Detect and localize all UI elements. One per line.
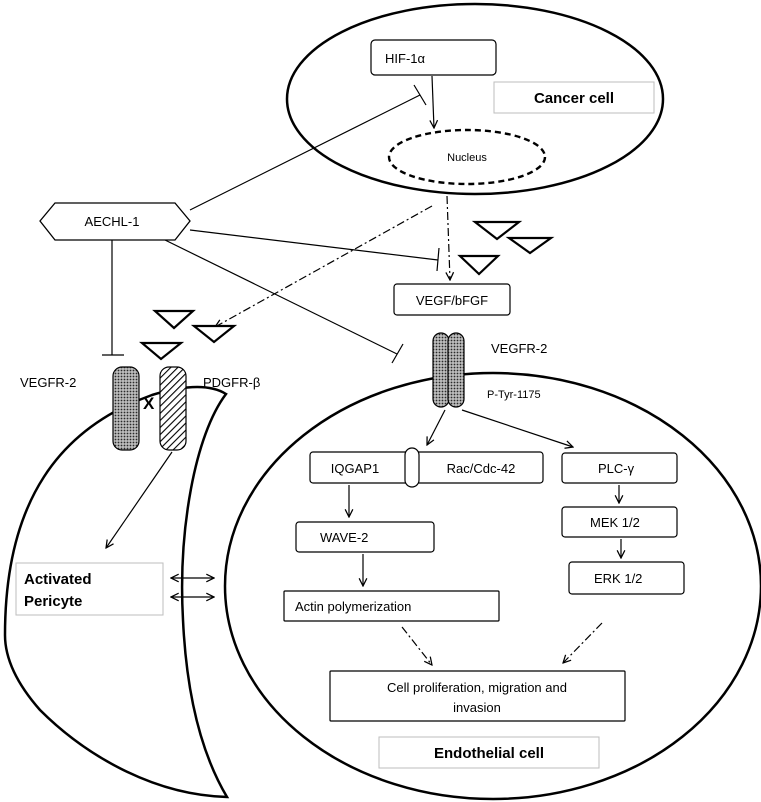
- hif1a-label: HIF-1α: [385, 51, 426, 66]
- growth-factor-triangle: [138, 341, 185, 361]
- endothelial-cell-label: Endothelial cell: [434, 745, 544, 762]
- growth-factor-triangle: [190, 324, 238, 344]
- mek-label: MEK 1/2: [590, 515, 640, 530]
- vegfr2-endothelial-label: VEGFR-2: [491, 341, 547, 356]
- cancer-cell-label-box: [493, 81, 655, 114]
- pericyte-label: Pericyte: [24, 593, 82, 610]
- vegfr2-endothelial-receptor-right: [447, 332, 465, 408]
- actin-box: [283, 590, 500, 622]
- outcome-box: [329, 670, 626, 722]
- ptyr1175-label: P-Tyr-1175: [487, 389, 541, 401]
- pdgfrb-label: PDGFR-β: [203, 375, 260, 390]
- outcome-label-line2: invasion: [453, 700, 501, 715]
- iqgap1-rac-link: [404, 447, 420, 488]
- growth-factor-triangle: [152, 309, 196, 330]
- inhibit-bar-vegf-secretion: [436, 247, 440, 272]
- growth-factor-triangle: [505, 236, 555, 255]
- secretion-arrow-pericyte: [215, 205, 433, 327]
- cancer-cell-label: Cancer cell: [534, 90, 614, 107]
- actin-label: Actin polymerization: [295, 599, 411, 614]
- mek-box: [561, 506, 678, 538]
- hif1a-to-nucleus-arrow: [432, 75, 434, 128]
- growth-factor-triangle: [471, 220, 523, 241]
- inhibit-bar-vegfr2-endothelial: [391, 343, 404, 364]
- plcg-box: [561, 452, 678, 484]
- vegfr2-endothelial-receptor-left: [432, 332, 450, 408]
- pdgfrb-to-pericyte-arrow: [106, 451, 173, 548]
- vegfr2-to-iqgap1-arrow: [427, 409, 446, 445]
- aechl1-label: AECHL-1: [85, 214, 140, 229]
- erk-to-outcome-arrow: [563, 622, 603, 663]
- erk-box: [568, 561, 685, 595]
- inhibit-bar-hif1a: [413, 84, 427, 106]
- iqgap1-rac-box: [309, 451, 544, 484]
- rac-cdc42-label: Rac/Cdc-42: [447, 461, 516, 476]
- aechl1-box: [39, 202, 191, 241]
- vegfr2-to-plcg-arrow: [461, 409, 573, 447]
- wave2-label: WAVE-2: [320, 530, 368, 545]
- activated-pericyte-label-box: [15, 562, 164, 616]
- iqgap1-label: IQGAP1: [331, 461, 379, 476]
- vegf-bfgf-box: [393, 283, 511, 316]
- wave2-box: [295, 521, 435, 553]
- blocked-x-mark: X: [143, 394, 155, 413]
- hif1a-box: [370, 39, 497, 76]
- nucleus: [387, 128, 547, 186]
- nucleus-label: Nucleus: [447, 152, 487, 164]
- plcg-label: PLC-γ: [598, 461, 635, 476]
- aechl1-inhibits-vegfr2-endothelial: [164, 239, 398, 355]
- growth-factor-triangle: [457, 254, 501, 276]
- aechl1-inhibits-vegf-secretion: [189, 229, 439, 261]
- vegfr2-pericyte-label: VEGFR-2: [20, 375, 76, 390]
- pdgfrb-pericyte-receptor: [159, 366, 187, 451]
- endothelial-cell-label-box: [378, 736, 600, 769]
- activated-label: Activated: [24, 571, 92, 588]
- secretion-arrow-vegf: [447, 195, 450, 280]
- vegf-bfgf-label: VEGF/bFGF: [416, 293, 488, 308]
- aechl1-inhibits-hif1a: [189, 94, 421, 211]
- outcome-label-line1: Cell proliferation, migration and: [387, 680, 567, 695]
- erk-label: ERK 1/2: [594, 571, 642, 586]
- vegfr2-pericyte-receptor: [112, 366, 140, 451]
